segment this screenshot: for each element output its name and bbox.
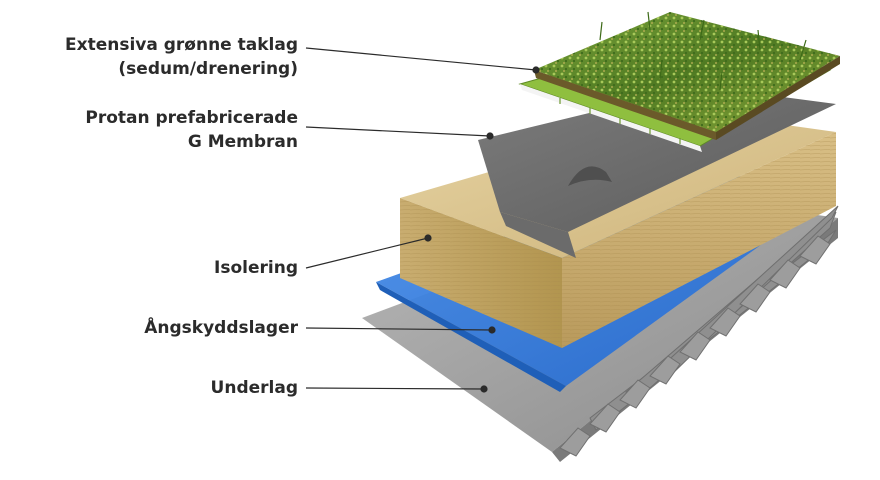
green-roof-layer	[534, 11, 840, 140]
leader-green-roof	[305, 47, 537, 71]
grass-tufts	[599, 11, 807, 91]
label-green-roof-line2: (sedum/drenering)	[118, 59, 298, 79]
leader-substrate	[305, 387, 485, 390]
label-substrate: Underlag	[210, 378, 298, 398]
leader-membrane	[305, 126, 491, 137]
label-membrane-line2: G Membran	[187, 132, 298, 152]
label-green-roof: Extensiva grønne taklag (sedum/drenering…	[65, 33, 298, 81]
label-vapor-barrier: Ångskyddslager	[144, 318, 298, 338]
leader-insulation	[305, 237, 429, 269]
leader-vapor-barrier	[305, 327, 493, 331]
label-membrane-line1: Protan prefabricerade	[85, 108, 298, 128]
label-membrane: Protan prefabricerade G Membran	[85, 106, 298, 154]
membrane-layer	[478, 86, 836, 258]
label-insulation: Isolering	[214, 258, 298, 278]
leader-lines	[305, 47, 540, 393]
label-green-roof-line1: Extensiva grønne taklag	[64, 35, 298, 55]
